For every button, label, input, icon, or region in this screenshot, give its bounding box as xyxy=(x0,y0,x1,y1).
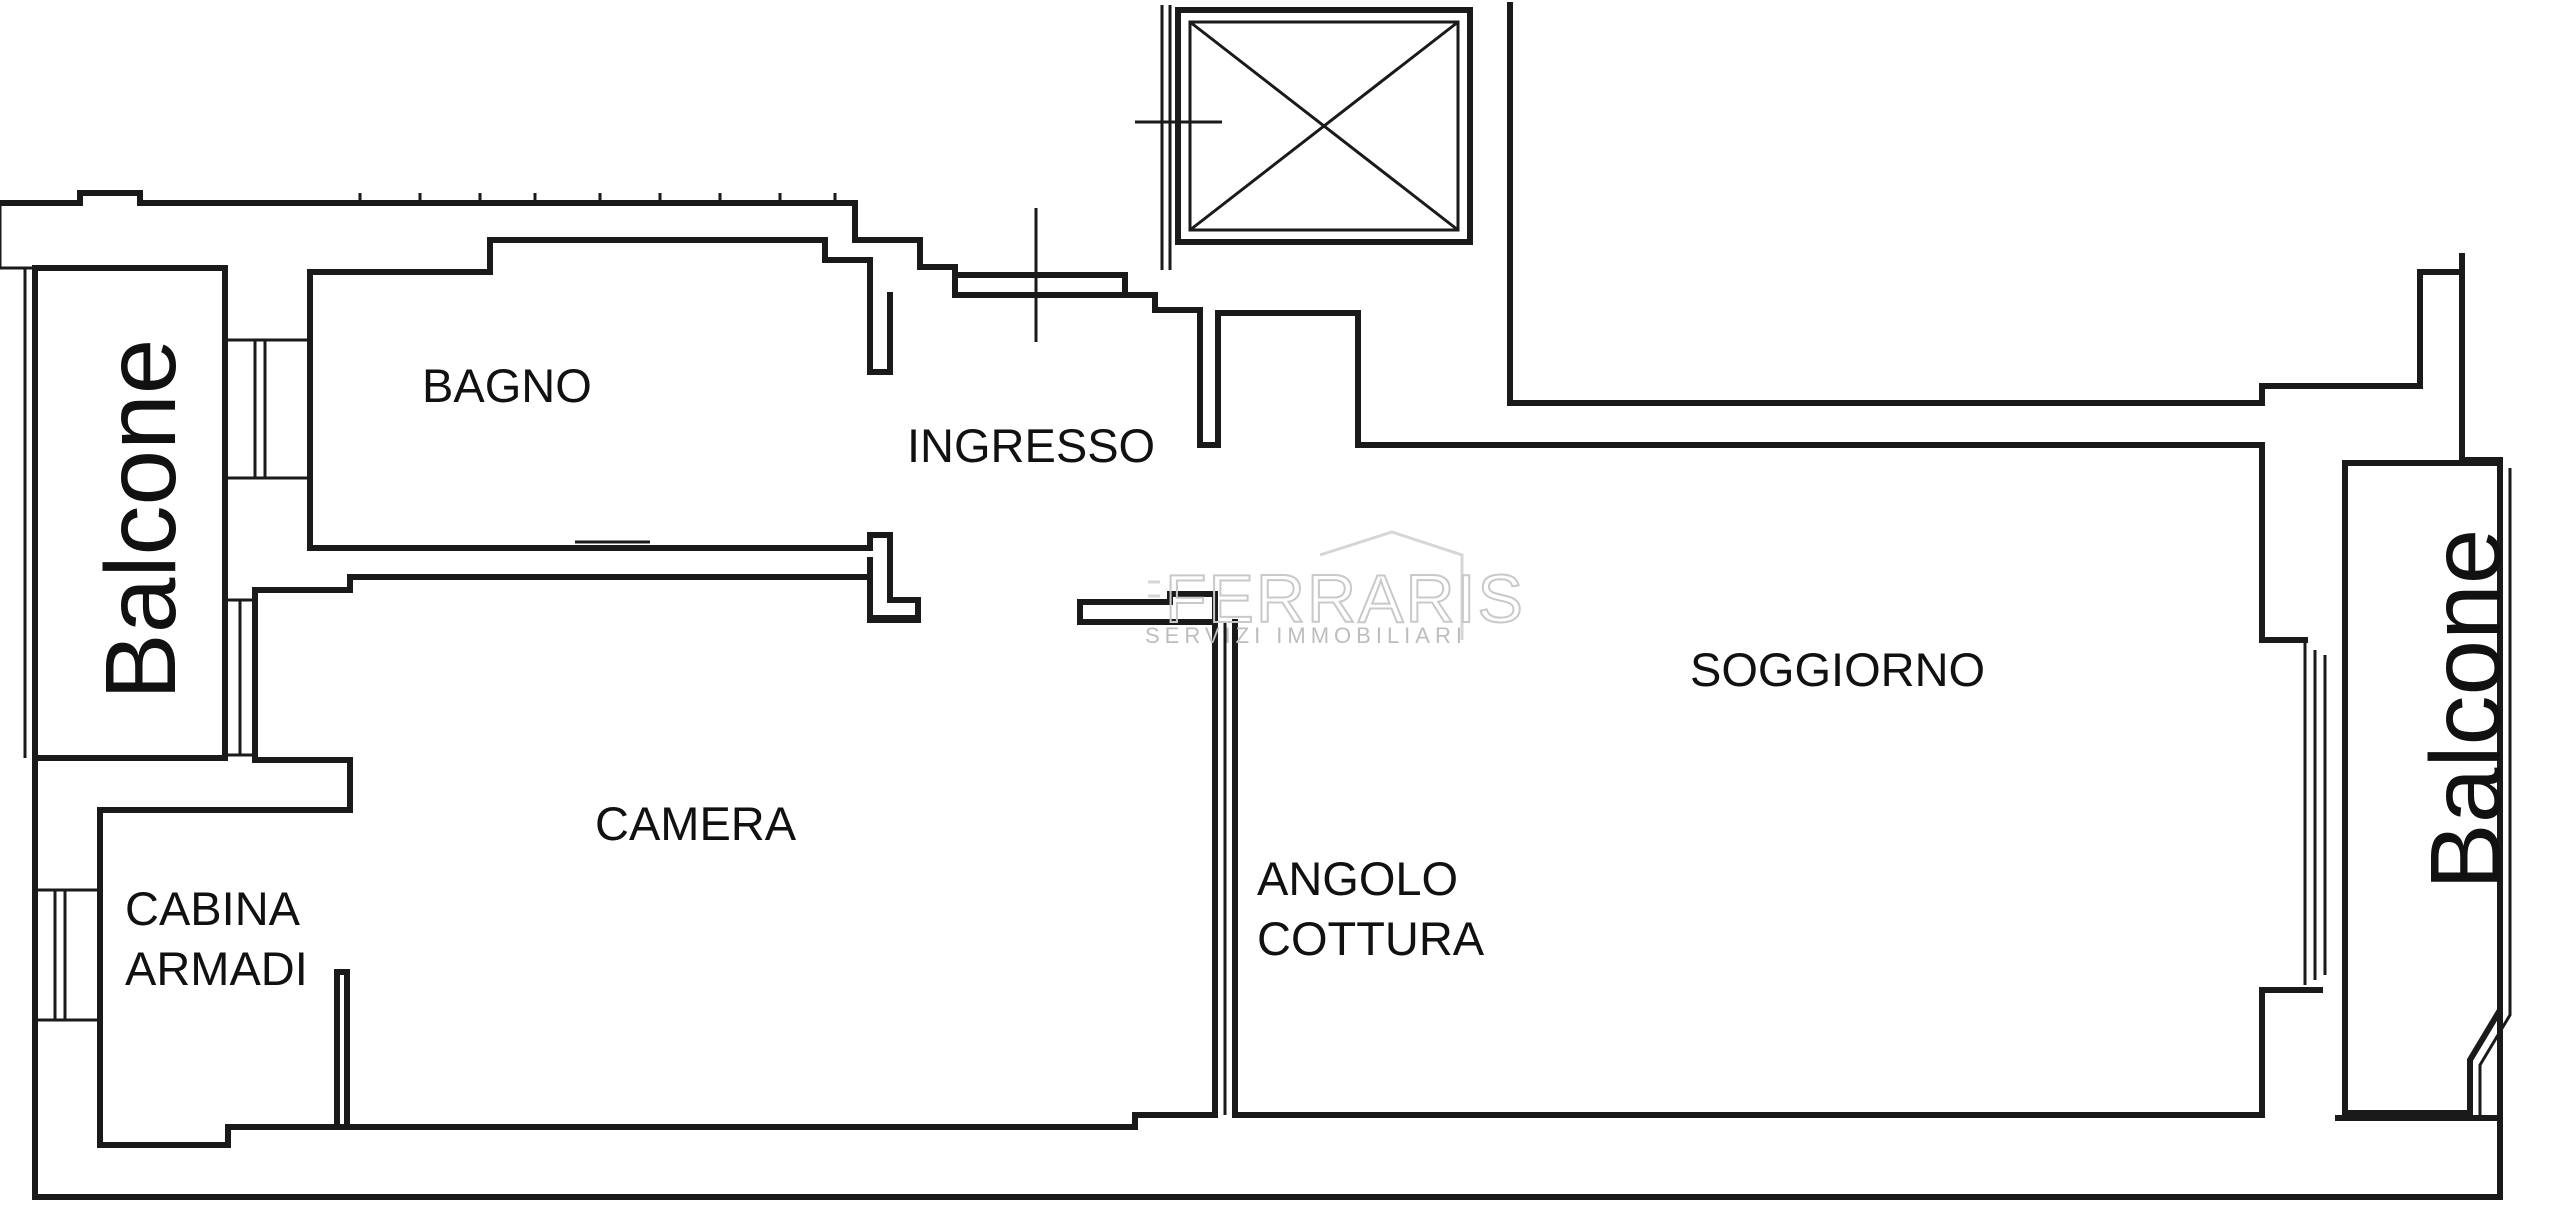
label-cottura: COTTURA xyxy=(1257,912,1485,965)
room-bagno xyxy=(225,237,921,621)
balcony-left: Balcone xyxy=(23,265,228,761)
label-camera: CAMERA xyxy=(595,797,797,850)
balcony-left-label: Balcone xyxy=(85,339,197,700)
room-camera xyxy=(35,574,1218,1148)
room-ingresso xyxy=(1122,272,2308,643)
outer-walls xyxy=(0,190,2503,1200)
label-soggiorno: SOGGIORNO xyxy=(1690,643,1985,696)
balcony-right: Balcone xyxy=(2342,460,2522,1116)
kitchen-partition xyxy=(1077,591,2323,1118)
label-cabina: CABINA xyxy=(125,882,301,935)
watermark-logo: FERRARIS SERVIZI IMMOBILIARI xyxy=(1145,530,1525,648)
label-armadi: ARMADI xyxy=(125,942,308,995)
label-angolo: ANGOLO xyxy=(1257,852,1458,905)
label-bagno: BAGNO xyxy=(422,359,592,412)
label-ingresso: INGRESSO xyxy=(907,419,1155,472)
balcony-right-label: Balcone xyxy=(2410,529,2522,890)
watermark-brand: FERRARIS xyxy=(1165,561,1525,637)
elevator-shaft xyxy=(1135,5,1473,270)
courtyard-boundary xyxy=(1507,2,2465,406)
watermark-tagline: SERVIZI IMMOBILIARI xyxy=(1145,623,1467,648)
soggiorno-window xyxy=(2303,640,2347,985)
entrance-door xyxy=(952,208,1128,342)
